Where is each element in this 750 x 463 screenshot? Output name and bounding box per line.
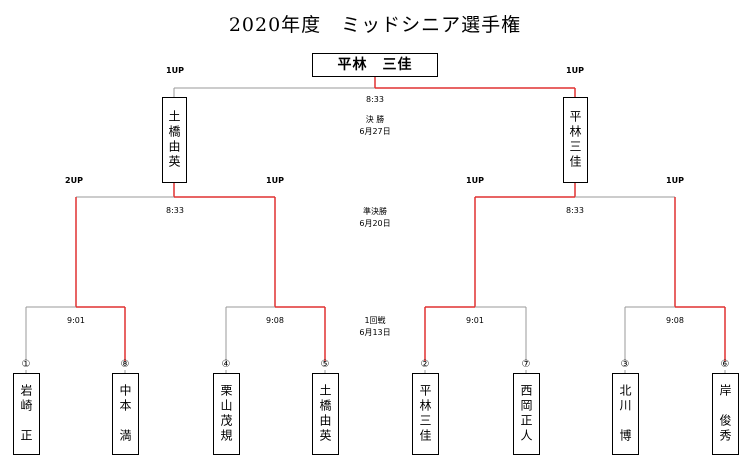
semi-score-1: 2UP [65, 176, 83, 185]
finalist-right-box: 平林三佳 [563, 97, 588, 183]
player-box: 土橋由英 [312, 373, 339, 455]
semi-round-date: 6月20日 [359, 219, 391, 228]
first-time-1: 9:01 [67, 316, 85, 325]
final-score-right: 1UP [566, 66, 584, 75]
semi-time-left: 8:33 [166, 206, 184, 215]
seed-number: ③ [620, 359, 630, 370]
final-score-left: 1UP [166, 66, 184, 75]
player-box: 岩崎 正 [13, 373, 40, 455]
player-box: 北川 博 [612, 373, 639, 455]
semi-time-right: 8:33 [566, 206, 584, 215]
seed-number: ② [420, 359, 430, 370]
semi-round-name: 準決勝 [363, 207, 387, 216]
semi-score-2: 1UP [266, 176, 284, 185]
final-round-name: 決 勝 [365, 115, 385, 124]
seed-number: ⑧ [120, 359, 130, 370]
seed-number: ⑤ [320, 359, 330, 370]
player-box: 西岡正人 [513, 373, 540, 455]
seed-number: ④ [221, 359, 231, 370]
final-round-date: 6月27日 [359, 127, 391, 136]
seed-number: ⑥ [720, 359, 730, 370]
seed-connectors [25, 370, 726, 373]
first-time-2: 9:08 [266, 316, 284, 325]
player-box: 岸 俊秀 [712, 373, 739, 455]
player-box: 中本 満 [112, 373, 139, 455]
player-box: 栗山茂規 [213, 373, 240, 455]
first-time-3: 9:01 [466, 316, 484, 325]
first-round-name: 1回戦 [364, 316, 386, 325]
champion-box: 平林 三佳 [312, 53, 438, 77]
player-box: 平林三佳 [412, 373, 439, 455]
page-title: 2020年度 ミッドシニア選手権 [228, 14, 522, 36]
seed-number: ⑦ [521, 359, 531, 370]
first-time-4: 9:08 [666, 316, 684, 325]
semi-score-3: 1UP [466, 176, 484, 185]
final-time: 8:33 [366, 95, 384, 104]
semi-score-4: 1UP [666, 176, 684, 185]
seed-number: ① [21, 359, 31, 370]
first-round-date: 6月13日 [359, 328, 391, 337]
finalist-left-box: 土橋由英 [162, 97, 187, 183]
